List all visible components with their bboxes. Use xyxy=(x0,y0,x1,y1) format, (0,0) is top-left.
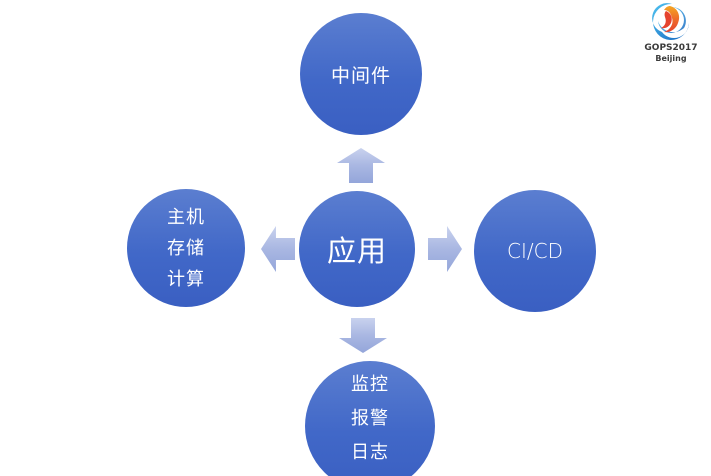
observability-line-monitoring: 监控 xyxy=(351,374,389,395)
cicd-circle: CI/CD xyxy=(474,190,596,312)
application-circle: 应用 xyxy=(299,191,415,307)
middleware-circle: 中间件 xyxy=(300,13,422,135)
up-arrow-icon xyxy=(337,148,385,183)
infrastructure-line-compute: 计算 xyxy=(167,268,205,290)
gops-logo: GOPS2017 Beijing xyxy=(640,2,702,63)
infrastructure-line-host: 主机 xyxy=(167,206,205,228)
left-arrow-icon xyxy=(261,226,295,272)
down-arrow-icon xyxy=(339,318,387,353)
infrastructure-circle: 主机 存储 计算 xyxy=(127,189,245,307)
logo-title: GOPS2017 xyxy=(644,43,698,53)
right-arrow-icon xyxy=(428,226,462,272)
observability-circle: 监控 报警 日志 xyxy=(305,361,435,476)
middleware-label: 中间件 xyxy=(330,64,391,87)
gops-swirl-icon xyxy=(652,3,689,40)
observability-line-alerting: 报警 xyxy=(351,408,389,429)
observability-line-logs: 日志 xyxy=(351,442,389,463)
application-label: 应用 xyxy=(326,234,387,268)
infrastructure-line-storage: 存储 xyxy=(167,237,205,259)
logo-subtitle: Beijing xyxy=(655,54,687,63)
cicd-label: CI/CD xyxy=(507,239,563,263)
